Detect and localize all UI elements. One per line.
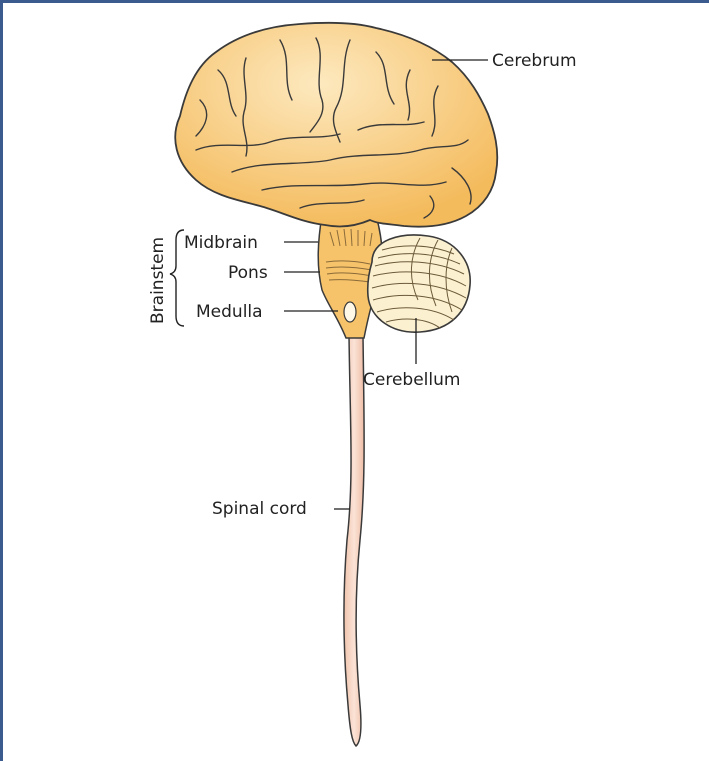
label-brainstem: Brainstem [148, 237, 168, 324]
cerebellum [368, 235, 470, 332]
label-cerebrum: Cerebrum [492, 51, 577, 71]
label-spinal-cord: Spinal cord [212, 499, 307, 519]
label-medulla: Medulla [196, 302, 263, 322]
label-midbrain: Midbrain [184, 233, 258, 253]
label-cerebellum: Cerebellum [363, 370, 460, 390]
cerebrum [175, 23, 497, 227]
label-pons: Pons [228, 263, 268, 283]
medulla-oval [344, 302, 356, 322]
spinal-cord [344, 335, 364, 746]
brain-diagram: Cerebrum Midbrain Pons Medulla Brainstem… [3, 3, 709, 761]
brainstem-bracket [170, 230, 184, 326]
